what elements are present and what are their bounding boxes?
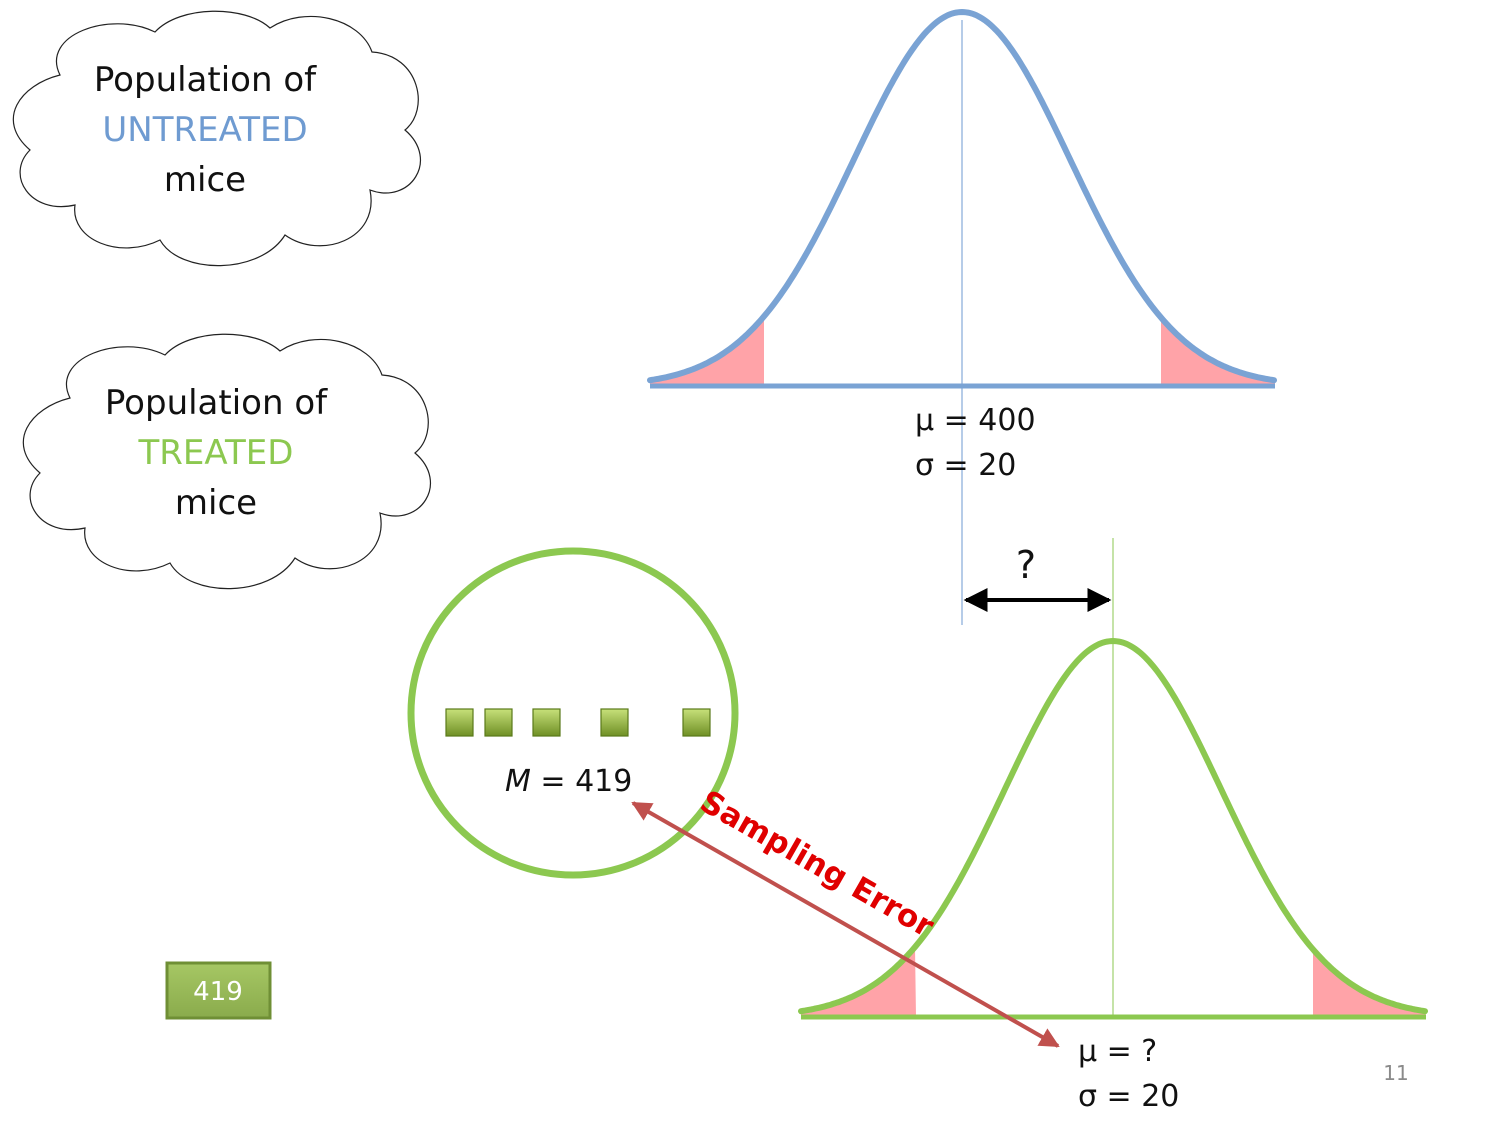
cloud-treated-line3: mice	[175, 483, 257, 523]
untreated-curve	[647, 8, 1277, 384]
sampling-error-arrow	[631, 801, 1060, 1048]
untreated-sigma-label: σ = 20	[915, 448, 1016, 483]
untreated-mu-label: μ = 400	[915, 403, 1036, 438]
untreated-right-tail	[1161, 317, 1275, 386]
sampling-error-label: Sampling Error	[694, 784, 940, 946]
sample-circle-group: M = 419	[407, 547, 739, 879]
cloud-treated: Population of TREATED mice	[22, 333, 431, 590]
treated-mu-label: μ = ?	[1078, 1034, 1157, 1069]
sample-point	[682, 708, 711, 737]
difference-label: ?	[1016, 543, 1036, 587]
sample-point	[532, 708, 561, 737]
cloud-untreated-line2: UNTREATED	[102, 110, 307, 150]
untreated-distribution: μ = 400 σ = 20	[647, 8, 1277, 625]
sample-point	[600, 708, 629, 737]
sample-point	[484, 708, 513, 737]
untreated-left-tail	[650, 316, 764, 386]
sample-points	[445, 708, 711, 737]
difference-arrow-group: ?	[963, 543, 1112, 612]
sample-mean-label: M = 419	[505, 764, 632, 799]
cloud-treated-line1: Population of	[105, 383, 328, 423]
sample-mean-symbol: M	[505, 764, 531, 799]
cloud-untreated: Population of UNTREATED mice	[12, 10, 421, 267]
cloud-untreated-line3: mice	[164, 160, 246, 200]
page-number: 11	[1383, 1061, 1408, 1085]
treated-distribution: μ = ? σ = 20	[798, 538, 1428, 1114]
treated-right-tail	[1313, 949, 1426, 1017]
sample-circle	[407, 547, 739, 879]
sample-mean-value: = 419	[531, 764, 632, 799]
cloud-treated-line2: TREATED	[138, 433, 294, 473]
sample-mean-badge: 419	[165, 961, 272, 1020]
sample-point	[445, 708, 474, 737]
cloud-untreated-line1: Population of	[94, 60, 317, 100]
treated-sigma-label: σ = 20	[1078, 1079, 1179, 1114]
badge-value: 419	[193, 977, 243, 1007]
badge-box	[165, 961, 272, 1020]
